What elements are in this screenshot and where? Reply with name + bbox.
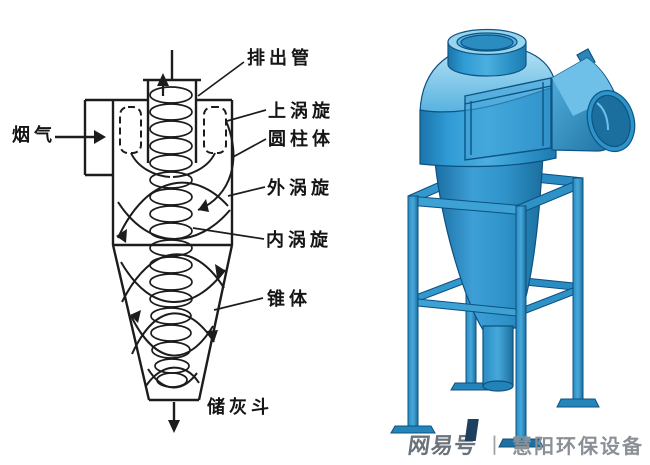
label-inner-vortex: 内涡旋 xyxy=(266,230,332,250)
vessel-outline xyxy=(83,50,234,402)
inner-vortex-coil xyxy=(149,86,193,388)
outlet-duct xyxy=(551,48,636,153)
cyclone-schematic-drawing xyxy=(55,50,267,433)
label-flue-gas: 烟气 xyxy=(12,125,56,145)
label-leader-lines xyxy=(192,61,267,311)
dust-outlet-arrow xyxy=(168,402,180,433)
render-panel xyxy=(325,0,650,465)
outlet-up-arrow xyxy=(157,73,169,96)
inlet-plate-seams xyxy=(464,77,552,161)
label-outer-vortex: 外涡旋 xyxy=(267,178,333,198)
watermark: 网易号 丨 慧阳环保设备 xyxy=(406,419,644,458)
watermark-separator: 丨 xyxy=(484,435,505,458)
schematic-panel: 烟气 排出管 上涡旋 圆柱体 外涡旋 内涡旋 锥体 储灰斗 xyxy=(12,48,330,433)
watermark-platform-logo: 网易号 xyxy=(406,419,479,458)
top-outlet-pipe xyxy=(447,28,527,77)
dust-outlet-cylinder xyxy=(482,325,514,387)
label-discharge-pipe: 排出管 xyxy=(247,48,313,68)
label-upper-vortex: 上涡旋 xyxy=(268,101,334,121)
stand-front-rails xyxy=(407,177,584,318)
outer-vortex-curves xyxy=(117,120,235,389)
dashed-vortex-rings xyxy=(119,106,227,154)
stand-front-legs xyxy=(390,177,600,448)
cone-section xyxy=(434,154,544,392)
flow-arrowheads xyxy=(116,199,226,342)
label-ash-hopper: 储灰斗 xyxy=(207,397,273,417)
label-cylinder: 圆柱体 xyxy=(268,129,334,149)
label-cone: 锥体 xyxy=(267,289,311,309)
watermark-account-name: 慧阳环保设备 xyxy=(512,436,644,458)
flue-gas-arrow xyxy=(55,130,106,144)
cyclone-3d-render xyxy=(390,28,636,448)
